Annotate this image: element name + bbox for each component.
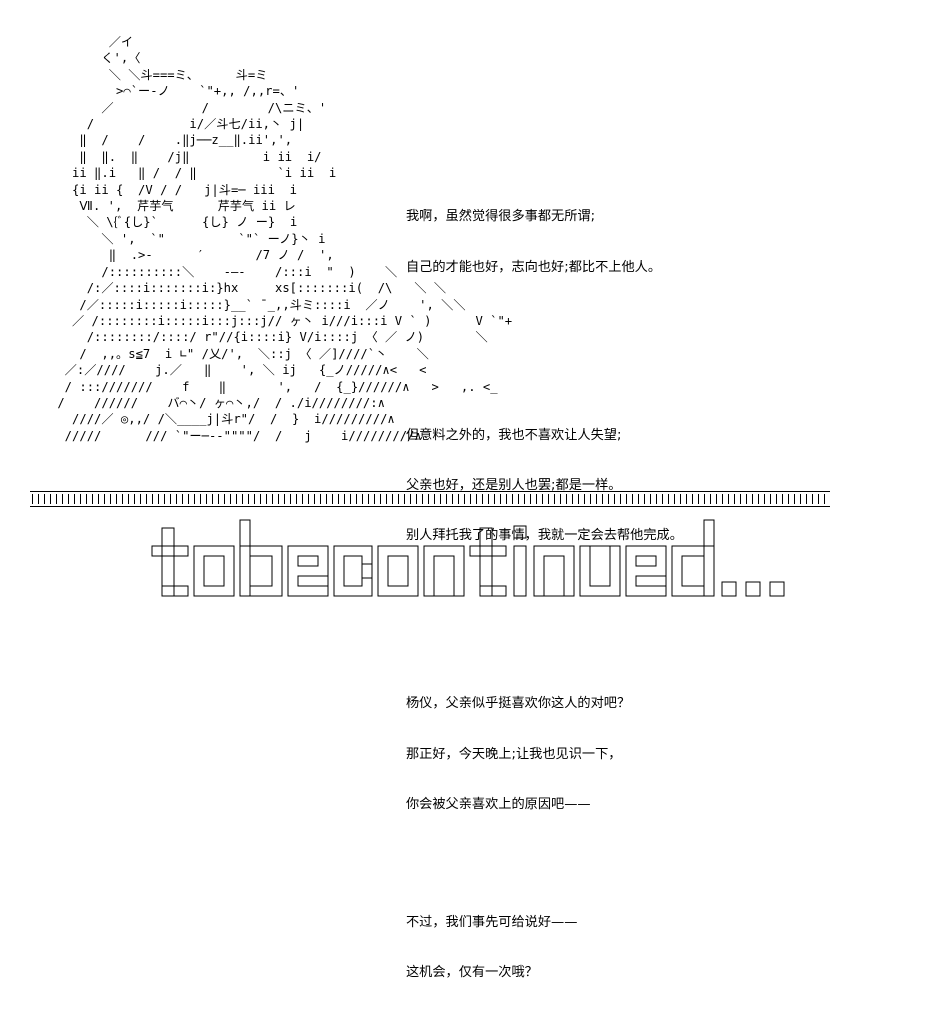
banner-letter bbox=[671, 519, 715, 597]
dialogue-line: 父亲也好，还是别人也罢;都是一样。 bbox=[406, 477, 622, 493]
banner-letter bbox=[579, 545, 621, 597]
dialogue-line: 但意料之外的，我也不喜欢让人失望; bbox=[406, 427, 622, 443]
banner-letter bbox=[533, 545, 575, 597]
dialogue-line: 这机会，仅有一次哦？ bbox=[406, 965, 538, 981]
banner-letter bbox=[377, 545, 419, 597]
banner-svg bbox=[151, 519, 785, 597]
banner-letter bbox=[151, 527, 189, 597]
banner-letter bbox=[193, 545, 235, 597]
dialogue-line: 自己的才能也好，志向也好;都比不上他人。 bbox=[406, 259, 662, 275]
banner-letter bbox=[721, 581, 737, 597]
banner-letter bbox=[239, 519, 283, 597]
dialogue-line: 我啊，虽然觉得很多事都无所谓; bbox=[406, 209, 596, 225]
banner-letter bbox=[333, 545, 373, 597]
ascii-art-figure: ／イ く',〈 ＼ ＼斗===ミ、 斗=ミ >⌒`ー-ノ `"+,, /,,r=… bbox=[57, 35, 513, 443]
banner-letter bbox=[769, 581, 785, 597]
rail-divider bbox=[30, 490, 830, 508]
dialogue-group-4: 不过，我们事先可给说好—— 这机会，仅有一次哦？ bbox=[406, 881, 683, 1015]
banner-letter bbox=[469, 527, 507, 597]
dialogue-group-1: 我啊，虽然觉得很多事都无所谓; 自己的才能也好，志向也好;都比不上他人。 bbox=[406, 176, 683, 310]
dialogue-line: 不过，我们事先可给说好—— bbox=[406, 914, 578, 930]
dialogue-line: 那正好，今天晚上;让我也见识一下， bbox=[406, 746, 622, 762]
dialogue-line: 杨仪，父亲似乎挺喜欢你这人的对吧？ bbox=[406, 696, 631, 712]
rail-svg bbox=[30, 491, 830, 507]
banner-letter bbox=[625, 545, 667, 597]
dialogue-line: 你会被父亲喜欢上的原因吧—— bbox=[406, 797, 591, 813]
dialogue-group-2: 但意料之外的，我也不喜欢让人失望; 父亲也好，还是别人也罢;都是一样。 别人拜托… bbox=[406, 394, 683, 579]
dialogue-line: 别人拜托我了的事情，我就一定会去帮他完成。 bbox=[406, 528, 683, 544]
banner-letter bbox=[513, 525, 527, 597]
banner-letter bbox=[745, 581, 761, 597]
banner-letter bbox=[423, 545, 465, 597]
banner-letter bbox=[287, 545, 329, 597]
dialogue-group-3: 杨仪，父亲似乎挺喜欢你这人的对吧？ 那正好，今天晚上;让我也见识一下， 你会被父… bbox=[406, 663, 683, 848]
to-be-continued-banner bbox=[150, 510, 850, 610]
